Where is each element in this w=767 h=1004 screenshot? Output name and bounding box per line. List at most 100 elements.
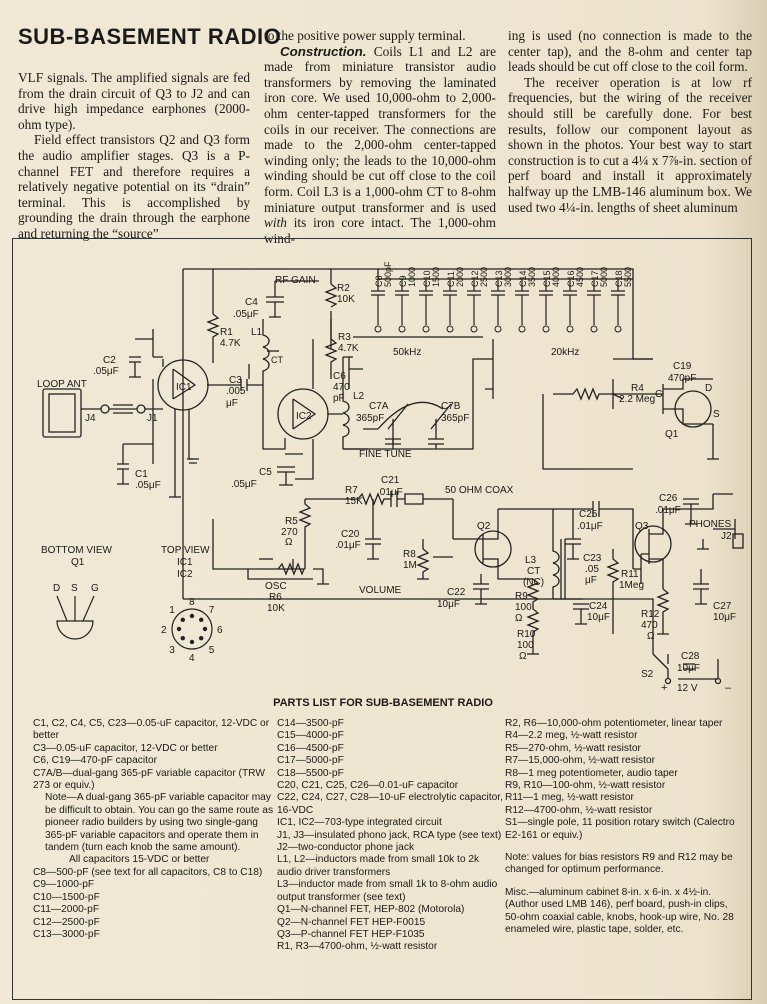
schematic-label-c5v: .05μF	[231, 479, 257, 490]
cap-bank-value: 2500	[479, 267, 489, 287]
parts-item: C18—5500-pF	[277, 767, 344, 779]
schematic-label-r9v: 100	[515, 602, 532, 613]
parts-column-1: C1, C2, C4, C5, C23—0.05-uF capacitor, 1…	[33, 718, 278, 941]
paragraph: Field effect transistors Q2 and Q3 form …	[18, 132, 250, 241]
schematic-label-r1v: 4.7K	[220, 338, 241, 349]
parts-item: R5—270-ohm, ½-watt resistor	[505, 742, 641, 754]
schematic-label-r11: R11	[621, 569, 639, 580]
schematic-wires	[42, 268, 744, 685]
schematic-label-s: S	[713, 409, 720, 420]
schematic-label-phones: PHONES	[689, 519, 732, 530]
cap-bank-value: 1000	[407, 267, 417, 287]
parts-item: J1, J3—insulated phono jack, RCA type (s…	[277, 829, 502, 841]
top-view-label: TOP VIEW	[161, 545, 210, 556]
schematic-label-c26: C26	[659, 493, 678, 504]
schematic-label-c24v: 10μF	[587, 612, 610, 623]
parts-item: S1—single pole, 11 position rotary switc…	[505, 817, 735, 841]
cap-bank-name: C14	[518, 270, 528, 287]
cap-bank-name: C18	[614, 270, 624, 287]
cap-bank-value: 500pF	[383, 261, 393, 287]
schematic-label-c21v: .01μF	[377, 487, 403, 498]
schematic-label-coax: 50 OHM COAX	[445, 485, 514, 496]
schematic-label-q2: Q2	[477, 521, 491, 532]
parts-item: C12—2500-pF	[33, 916, 100, 928]
q3-symbol	[634, 525, 672, 563]
schematic-label-c22: C22	[447, 587, 466, 598]
parts-note: Note: values for bias resistors R9 and R…	[505, 852, 733, 876]
schematic-label-r6: R6	[269, 592, 282, 603]
article-title: SUB-BASEMENT RADIO	[18, 24, 282, 49]
parts-item: R4—2.2 meg, ½-watt resistor	[505, 730, 638, 742]
schematic-label-r10v: 100	[517, 640, 534, 651]
ic-pin-label: 7	[209, 605, 215, 616]
parts-item: R11—1 meg, ½-watt resistor	[505, 792, 634, 804]
schematic-label-ct: CT	[271, 355, 283, 365]
schematic-label-osc: OSC	[265, 581, 287, 592]
schematic-label-l3nc: (NC)	[523, 577, 544, 588]
schematic-label-r9u: Ω	[515, 613, 523, 624]
text-column-3: ing is used (no connection is made to th…	[508, 28, 752, 215]
schematic-label-c2v: .05μF	[93, 366, 119, 377]
parts-note: All capacitors 15-VDC or better	[69, 854, 210, 866]
schematic-label-r7: R7	[345, 485, 358, 496]
parts-item: C15—4000-pF	[277, 730, 344, 742]
schematic-label-r6v: 10K	[267, 603, 285, 614]
parts-item: R12—4700-ohm, ½-watt resistor	[505, 804, 653, 816]
schematic-label-r12u: Ω	[647, 631, 655, 642]
schematic-label-r3v: 4.7K	[338, 343, 359, 354]
parts-item: R2, R6—10,000-ohm potentiometer, linear …	[505, 718, 723, 729]
cap-bank-name: C12	[470, 270, 480, 287]
ic-pin-dot	[180, 636, 185, 641]
ic-can-outline	[171, 608, 213, 650]
schematic-label-c7bv: 365pF	[441, 413, 469, 424]
parts-item: C22, C24, C27, C28—10-uF electrolytic ca…	[277, 792, 503, 816]
schematic-label-r7v: 15K	[345, 496, 363, 507]
cap-bank-value: 5500	[623, 267, 633, 287]
cap-bank-value: 5000	[599, 267, 609, 287]
schematic-label-c4: C4	[245, 297, 258, 308]
parts-list-title: PARTS LIST FOR SUB-BASEMENT RADIO	[273, 697, 493, 709]
schematic-label-c2: C2	[103, 355, 116, 366]
schematic-label-c24: C24	[589, 601, 608, 612]
cap-bank-name: C17	[590, 270, 600, 287]
schematic-label-j4: J4	[85, 413, 96, 424]
cap-bank-value: 4000	[551, 267, 561, 287]
schematic-label-r12v: 470	[641, 620, 658, 631]
schematic-label-c27: C27	[713, 601, 732, 612]
ic-pin-label: 6	[217, 625, 223, 636]
schematic-label-c7av: 365pF	[356, 413, 384, 424]
schematic-label-q3: Q3	[635, 521, 649, 532]
schematic-label-minus: –	[725, 682, 732, 694]
schematic-label-volume: VOLUME	[359, 585, 402, 596]
schematic-label-l3ct: CT	[527, 566, 540, 577]
ic-pin-dot	[189, 613, 195, 619]
parts-item: C8—500-pF (see text for all capacitors, …	[33, 866, 263, 878]
schematic-label-c21: C21	[381, 475, 400, 486]
ic1-pinout-label: IC1	[177, 557, 193, 568]
schematic-label-c1v: .05μF	[135, 480, 161, 491]
text-column-2: to the positive power supply terminal. C…	[264, 28, 496, 246]
paragraph-text: Coils L1 and L2 are made from miniature …	[264, 43, 496, 215]
cap-bank-value: 1500	[431, 267, 441, 287]
ic-pin-dot	[199, 636, 204, 641]
schematic-label-c3v: .005	[226, 386, 246, 397]
schematic-label-c19: C19	[673, 361, 692, 372]
ic2-pinout-label: IC2	[177, 569, 193, 580]
schematic-label-battery: 12 V	[677, 683, 698, 694]
parts-item: C6, C19—470-pF capacitor	[33, 755, 158, 767]
emphasis: with	[264, 215, 287, 231]
schematic-label-c6u: pF	[333, 393, 345, 404]
parts-item: R8—1 meg potentiometer, audio taper	[505, 767, 678, 779]
cap-bank-name: C8	[374, 275, 384, 287]
parts-item: IC1, IC2—703-type integrated circuit	[277, 817, 442, 829]
schematic-label-c28: C28	[681, 651, 700, 662]
